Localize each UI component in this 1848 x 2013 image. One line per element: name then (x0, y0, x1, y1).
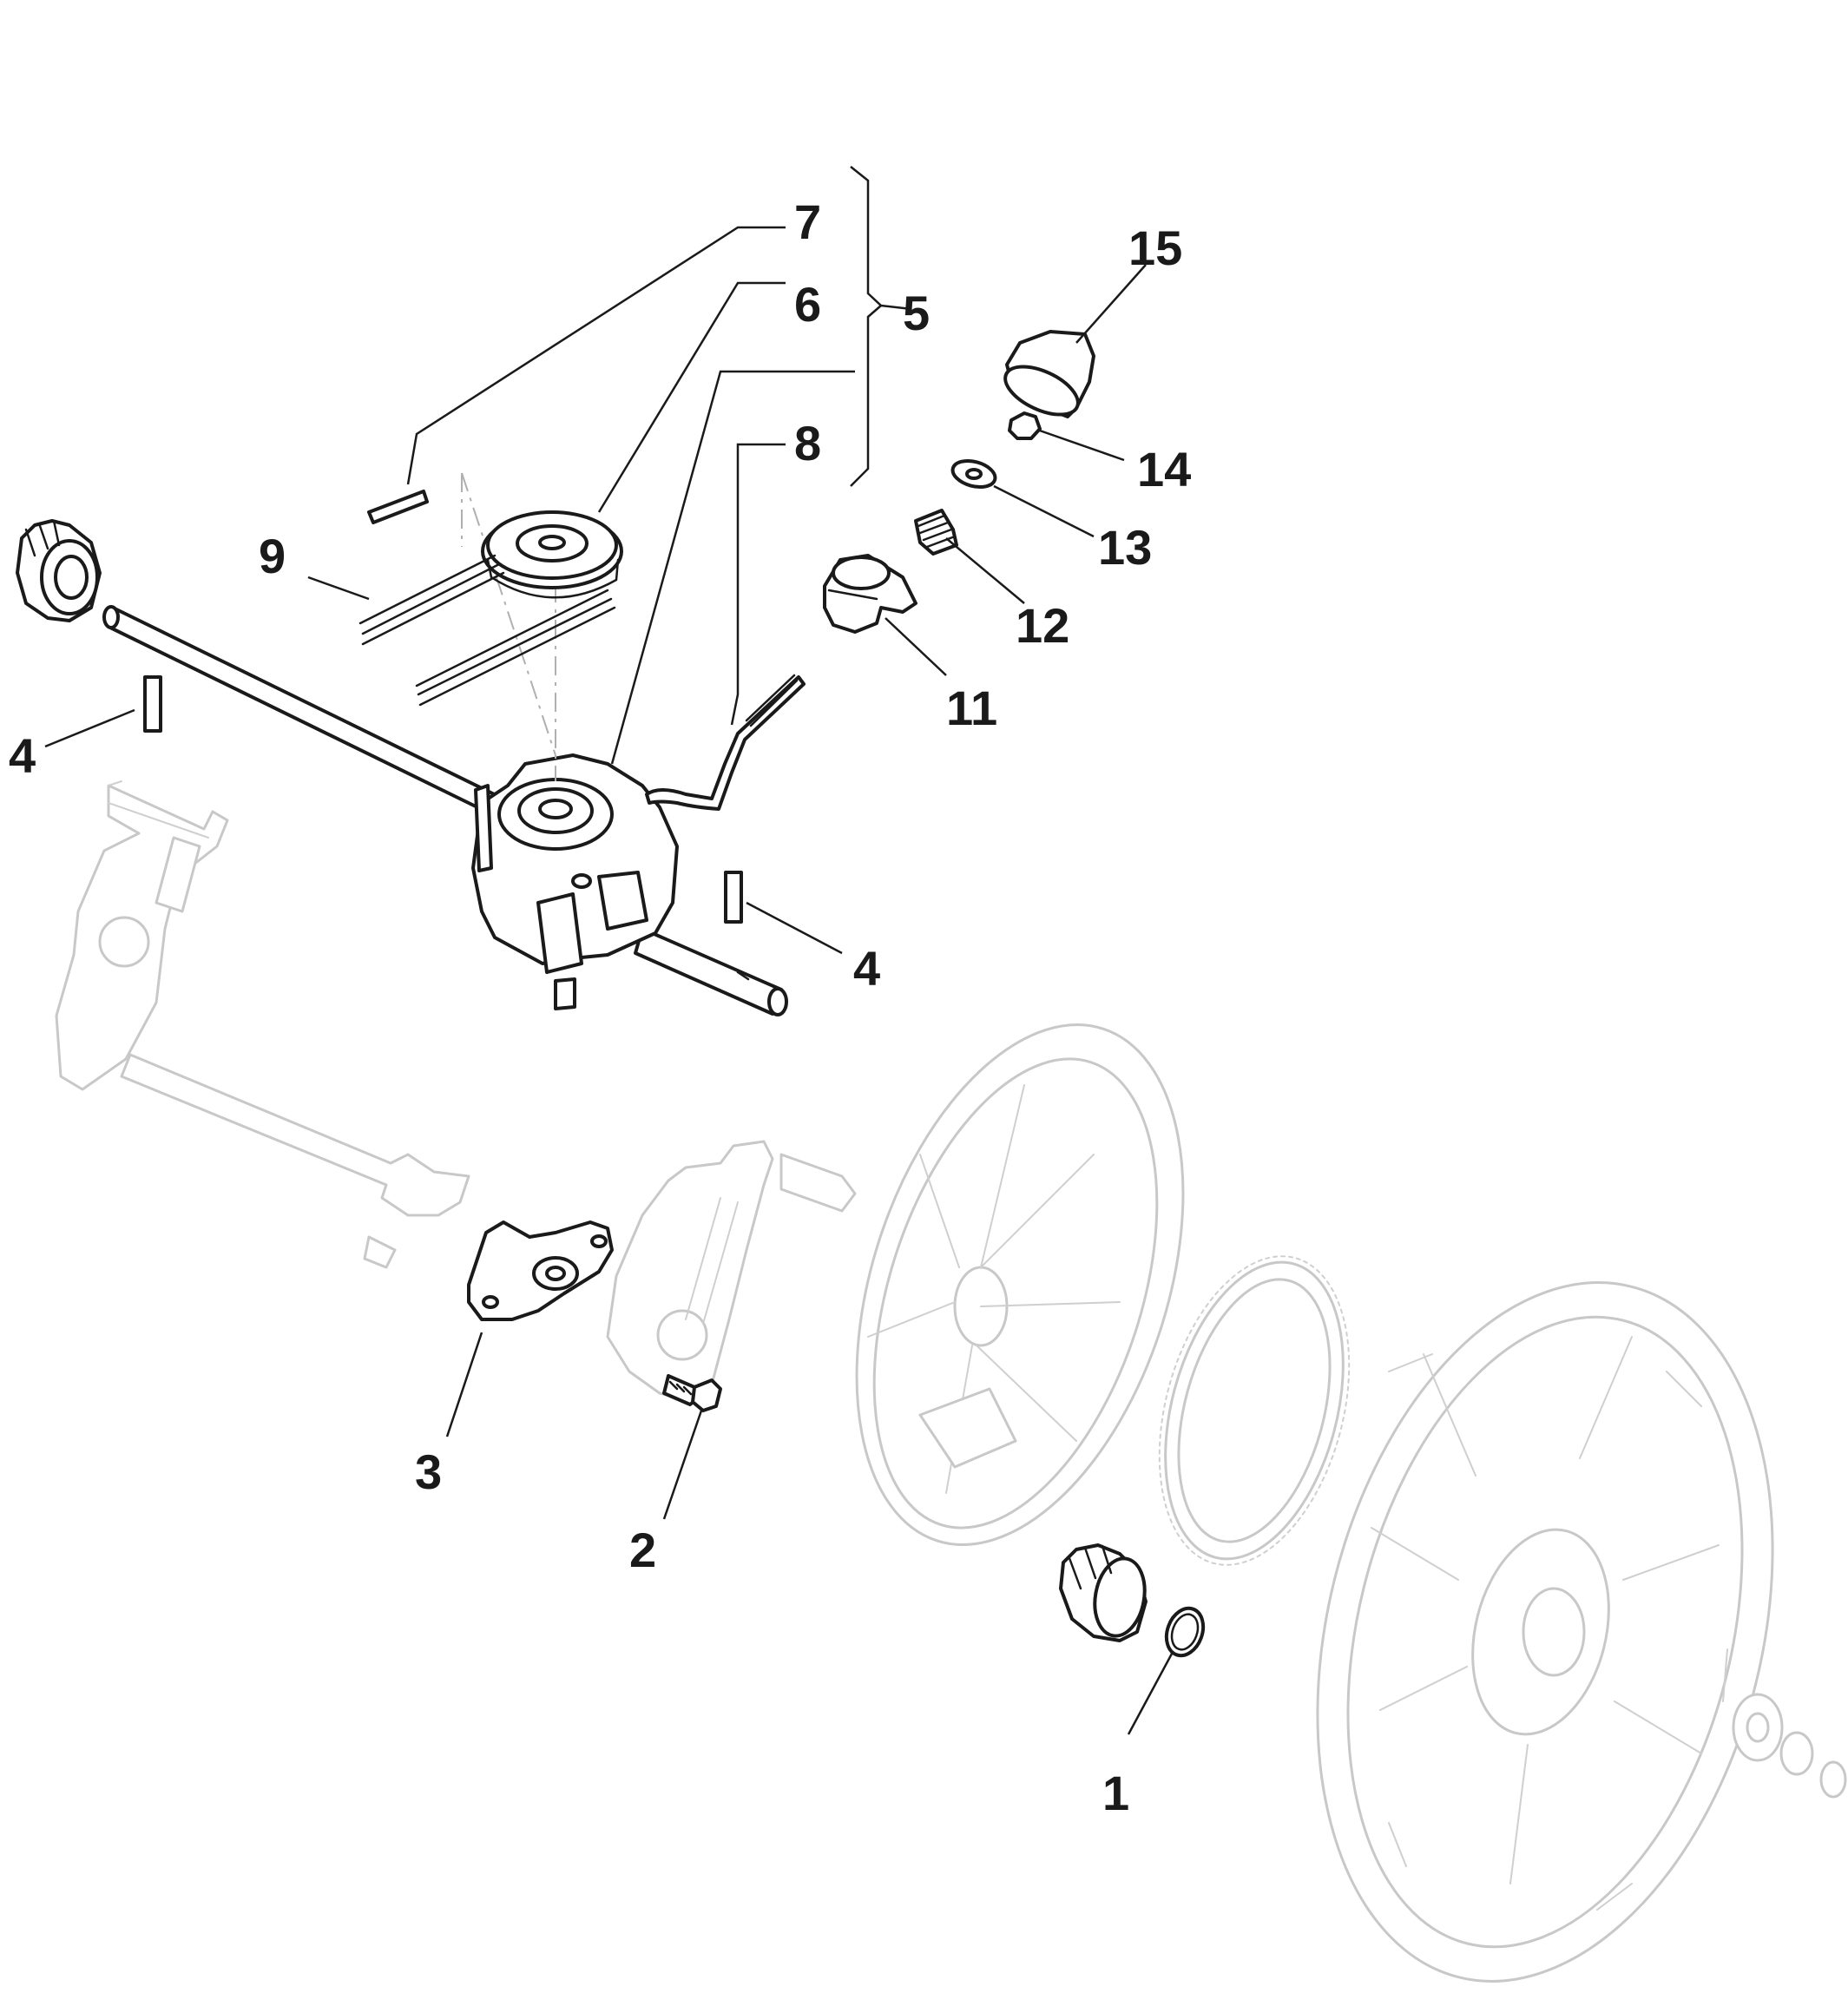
callout-8: 8 (794, 416, 821, 470)
pulley-pin (367, 490, 429, 524)
pulley (481, 510, 623, 599)
knob-cap (1003, 330, 1095, 418)
callout-9: 9 (259, 529, 286, 583)
leader-11 (885, 617, 947, 676)
gearbox (471, 753, 679, 1010)
leader-7 (406, 226, 786, 485)
callout-6: 6 (794, 277, 821, 332)
ghost-ring-gear (1158, 1255, 1351, 1566)
control-rod (645, 674, 806, 811)
callout-7: 7 (794, 194, 821, 249)
ghost-wheel-cover (855, 1023, 1185, 1546)
leader-3 (445, 1332, 483, 1437)
callout-11: 11 (946, 681, 997, 735)
washer (950, 459, 997, 489)
axle-bracket (467, 1220, 614, 1321)
leader-12 (945, 537, 1025, 604)
v-belt (358, 554, 616, 707)
ghost-rear-wheel (1316, 1281, 1774, 1983)
leader-4-right (746, 901, 843, 955)
drive-pinion-left (16, 519, 102, 622)
callout-15: 15 (1128, 220, 1182, 275)
callout-3: 3 (415, 1444, 442, 1499)
callout-4-left: 4 (9, 728, 36, 783)
callout-5: 5 (903, 286, 930, 340)
callout-labels: 7 6 5 8 9 4 4 15 14 13 12 11 3 2 1 (9, 194, 1191, 1820)
leader-15 (1075, 264, 1147, 344)
screw (662, 1374, 722, 1412)
callout-4-right: 4 (853, 941, 880, 996)
ghost-wheel-bearing (1732, 1693, 1847, 1799)
leader-6 (597, 281, 786, 513)
nut (1008, 411, 1042, 440)
callout-13: 13 (1098, 520, 1152, 575)
leader-lines (44, 166, 1174, 1735)
brace-5 (850, 166, 912, 487)
circlip (1164, 1606, 1206, 1658)
drive-pinion-right (1059, 1543, 1148, 1642)
ghost-axle-rod (120, 1053, 470, 1269)
callout-1: 1 (1102, 1766, 1129, 1820)
callout-2: 2 (629, 1523, 656, 1577)
roll-pin-right (724, 871, 743, 924)
leader-8 (730, 443, 786, 726)
spring (914, 509, 958, 556)
leader-13 (993, 484, 1095, 538)
bushing (823, 554, 917, 634)
roll-pin-left (143, 675, 162, 733)
leader-14 (1036, 428, 1125, 462)
drive-axle (102, 605, 788, 1016)
leader-4-left (44, 708, 135, 748)
leader-9 (307, 576, 370, 601)
callout-12: 12 (1016, 598, 1069, 653)
callout-14: 14 (1137, 442, 1191, 497)
leader-5-line (610, 370, 855, 765)
leader-2 (662, 1410, 703, 1520)
ghost-frame-bracket (55, 780, 229, 1091)
leader-1 (1127, 1653, 1174, 1735)
ghost-side-plate (606, 1140, 857, 1404)
